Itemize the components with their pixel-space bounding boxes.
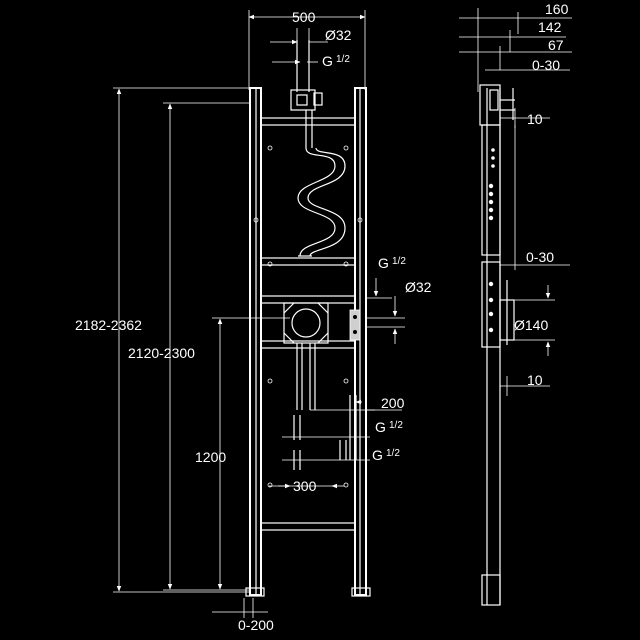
dim-10-top-label: 10	[527, 111, 543, 127]
dim-thread-low1-label: G	[375, 419, 386, 435]
side-diameter-dimension: Ø140	[514, 285, 555, 356]
dim-thread-top-label: G	[322, 53, 333, 69]
side-10-bottom-dimension: 10	[500, 372, 550, 396]
dim-thread-mid-frac: 1/2	[392, 256, 406, 267]
side-10-top-dimension: 10	[500, 108, 550, 128]
dim-pipe-top-label: Ø32	[325, 27, 352, 43]
foot-adjust-dimension: 0-200	[212, 598, 274, 633]
dim-67-label: 67	[548, 37, 564, 53]
mid-pipe-dimension: G 1/2 Ø32	[366, 255, 432, 344]
dim-total-height-label: 2182-2362	[75, 317, 142, 333]
dim-142-label: 142	[538, 19, 562, 35]
spacing-200-dimension: 200	[310, 395, 405, 411]
side-0-30-mid-dimension: 0-30	[500, 125, 570, 270]
dim-pipe-mid-label: Ø32	[405, 279, 432, 295]
dim-200-label: 200	[381, 395, 405, 411]
side-view: 160 142 67 0-30	[459, 1, 572, 606]
dim-width-label: 500	[292, 9, 316, 25]
height-dimension-1200: 1200	[195, 317, 290, 590]
top-supply-pipe	[290, 40, 323, 148]
spacing-300-dimension: 300	[269, 478, 344, 494]
mixer-box	[283, 302, 361, 410]
height-dimension-total: 2182-2362	[75, 87, 250, 593]
dim-10-bottom-label: 10	[527, 372, 543, 388]
dim-thread-low1-frac: 1/2	[389, 420, 403, 431]
width-dimension: 500	[248, 9, 366, 90]
top-pipe-dimension: Ø32 G 1/2	[270, 27, 352, 92]
dim-diameter-140-label: Ø140	[514, 317, 548, 333]
dim-thread-top-frac: 1/2	[336, 54, 350, 65]
dim-foot-adjust-label: 0-200	[238, 617, 274, 633]
dim-thread-mid-label: G	[378, 255, 389, 271]
lower-supply-pipes	[293, 395, 357, 470]
dim-thread-low2-label: G	[372, 447, 383, 463]
side-top-dimensions: 160 142 67 0-30	[459, 1, 572, 92]
dim-0-30-mid-label: 0-30	[526, 249, 554, 265]
thread-low2-dimension: G 1/2	[282, 447, 400, 463]
side-frame-column	[479, 84, 515, 606]
dim-300-label: 300	[293, 478, 317, 494]
dim-160-label: 160	[545, 1, 569, 17]
dim-frame-height-label: 2120-2300	[128, 345, 195, 361]
height-dimension-frame: 2120-2300	[128, 102, 250, 591]
dim-0-30-top-label: 0-30	[532, 57, 560, 73]
flexible-hose	[297, 147, 346, 257]
dim-1200-label: 1200	[195, 449, 226, 465]
front-view: 500 Ø32 G 1/2 2182-2362 2120-2300	[75, 9, 432, 633]
dim-thread-low2-frac: 1/2	[386, 448, 400, 459]
installation-frame	[245, 87, 371, 597]
thread-low1-dimension: G 1/2	[282, 419, 403, 438]
